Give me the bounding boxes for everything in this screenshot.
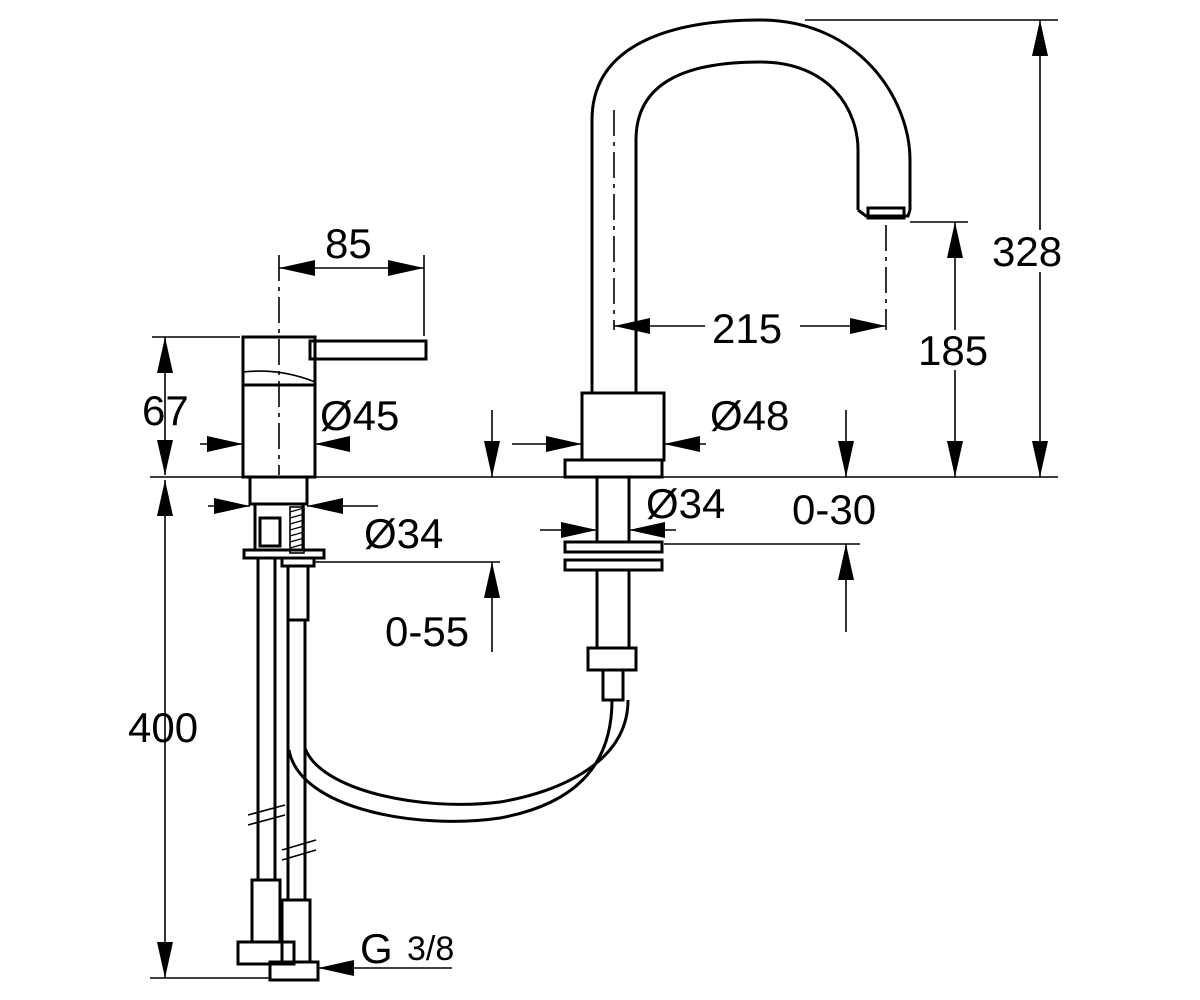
dim-label-185: 185 bbox=[918, 327, 988, 374]
dim-label-3-8: 3/8 bbox=[407, 930, 454, 968]
dim-label-0-55: 0-55 bbox=[385, 608, 469, 655]
dim-label-328: 328 bbox=[992, 228, 1062, 275]
dim-label-215: 215 bbox=[712, 305, 782, 352]
dim-label-85: 85 bbox=[325, 220, 372, 267]
dim-label-d34-left: Ø34 bbox=[364, 510, 443, 557]
mixer-body bbox=[241, 255, 428, 622]
dim-label-d48: Ø48 bbox=[710, 392, 789, 439]
supply-hoses bbox=[236, 558, 320, 982]
spout-assembly bbox=[563, 18, 912, 702]
dim-label-67: 67 bbox=[142, 387, 189, 434]
dim-label-d34-right: Ø34 bbox=[646, 480, 725, 527]
dim-label-g: G bbox=[360, 925, 393, 972]
dim-label-400: 400 bbox=[128, 704, 198, 751]
dim-label-0-30: 0-30 bbox=[792, 486, 876, 533]
dim-label-d45: Ø45 bbox=[320, 392, 399, 439]
